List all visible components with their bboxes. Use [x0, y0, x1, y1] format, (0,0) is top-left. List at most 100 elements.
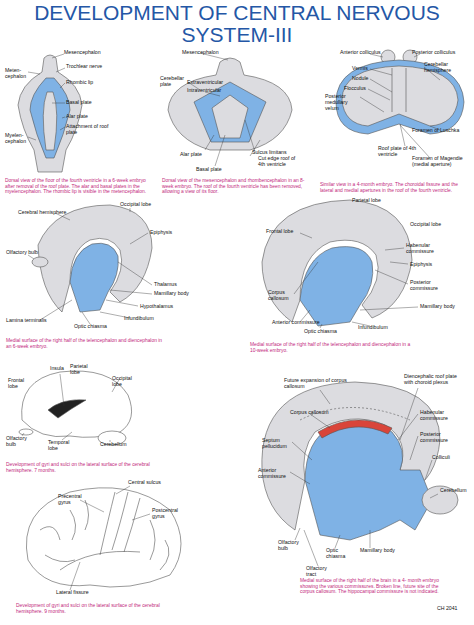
part-label: Myelen- cephalon — [5, 133, 25, 145]
leader-line — [70, 486, 150, 590]
part-label: Basal plate — [66, 100, 92, 106]
panel-caption: Medial surface of the right half of the … — [250, 342, 418, 353]
part-label: Olfactory bulb — [6, 250, 38, 256]
part-label: Olfactory bulb — [278, 540, 302, 552]
part-label: Colliculi — [432, 455, 450, 461]
part-label: Precentral gyrus — [58, 494, 86, 506]
part-label: Alar plate — [180, 152, 202, 158]
part-label: Cerebellum — [100, 442, 127, 448]
olfactory-bulb — [19, 429, 33, 435]
leader-lines — [22, 53, 440, 590]
panel-caption: Medial surface of the right half of the … — [300, 578, 454, 595]
part-label: Parietal lobe — [70, 364, 96, 376]
part-label: Temporal lobe — [48, 440, 72, 452]
sulci — [40, 492, 169, 570]
part-label: Occipital lobe — [120, 202, 151, 208]
part-label: Habenular commissure — [406, 243, 446, 255]
part-label: Infundibulum — [358, 325, 388, 331]
part-label: Diencephalic roof plate with choroid ple… — [404, 374, 464, 386]
part-label: Hypothalamus — [140, 304, 173, 310]
part-label: Parietal lobe — [352, 198, 381, 204]
part-label: Future expansion of corpus callosum — [284, 378, 354, 390]
ventricle — [300, 247, 373, 326]
part-label: Vermis — [352, 66, 368, 72]
part-label: Anterior commissure — [272, 320, 320, 326]
part-label: Posterior commissure — [410, 280, 450, 292]
part-label: Mamillary body — [360, 548, 395, 554]
panel-caption: Medial surface of the right half of the … — [6, 338, 166, 349]
part-label: Intraventricular — [187, 88, 221, 94]
part-label: Mamillary body — [154, 291, 189, 297]
part-label: Foramen of Luschka — [412, 128, 459, 134]
part-label: Olfactory bulb — [6, 436, 26, 448]
part-label: Alar plate — [66, 114, 88, 120]
part-label: Septum pellucidum — [262, 438, 292, 450]
part-label: Optic chiasma — [74, 324, 107, 330]
part-label: Thalamus — [154, 282, 177, 288]
part-label: Cerebellar hemisphere — [424, 62, 460, 74]
part-label: Mesencephalon — [182, 50, 219, 56]
part-label: Cerebellum — [440, 488, 467, 494]
insula-shape — [48, 400, 86, 418]
part-label: Lateral fissure — [56, 590, 89, 596]
part-label: Cerebellar plate — [160, 76, 186, 88]
part-label: Anterior commissure — [258, 468, 288, 480]
part-label: Sulcus limitans — [252, 150, 287, 156]
part-label: Corpus callosum — [290, 410, 329, 416]
part-label: Extraventricular — [187, 80, 223, 86]
part-label: Mamillary body — [420, 304, 455, 310]
leader-line — [22, 374, 120, 442]
part-label: Frontal lobe — [266, 229, 293, 235]
part-label: Posterior colliculus — [412, 50, 455, 56]
part-label: Occipital lobe — [112, 376, 138, 388]
panel-caption: Dorsal view of the floor of the fourth v… — [5, 178, 155, 195]
part-label: Posterior commissure — [420, 432, 460, 444]
part-label: Optic chiasma — [304, 329, 337, 335]
part-label: Occipital lobe — [410, 222, 441, 228]
part-label: Insula — [50, 366, 64, 372]
part-label: Attachment of roof plate — [66, 124, 110, 136]
leader-line — [290, 388, 438, 566]
basal-plate — [43, 92, 57, 150]
olfactory-bulb — [32, 257, 48, 267]
part-label: Optic chiasma — [326, 548, 350, 560]
hemisphere-outline — [26, 488, 181, 587]
part-label: Olfactory tract — [306, 566, 330, 578]
part-label: Lamina terminalis — [6, 318, 47, 324]
cerebellum-shape — [336, 60, 464, 134]
hemisphere-shape — [38, 205, 152, 312]
part-label: Meten- cephalon — [5, 68, 25, 80]
corpus-callosum — [318, 420, 392, 438]
part-label: Rhombic lip — [66, 80, 93, 86]
vermis-shape — [392, 68, 406, 112]
part-label: Infundibulum — [124, 316, 154, 322]
part-label: Basal plate — [196, 167, 222, 173]
cerebellum-shape — [342, 66, 458, 126]
part-label: Cerebral hemisphere — [18, 210, 66, 216]
part-label: Mesencephalon — [64, 50, 101, 56]
rhombencephalon-shape — [168, 58, 292, 150]
part-label: Central sulcus — [128, 480, 161, 486]
leader-line — [28, 54, 65, 140]
part-label: Trochlear nerve — [66, 64, 102, 70]
ventricle — [305, 422, 432, 540]
part-label: Posterior medullary velum — [325, 94, 361, 111]
part-label: Nodule — [352, 76, 368, 82]
leader-line — [188, 53, 260, 166]
part-label: Cut edge roof of 4th ventricle — [258, 156, 298, 168]
part-label: Anterior colliculus — [340, 50, 381, 56]
part-label: Habenular commissure — [420, 410, 460, 422]
part-label: Frontal lobe — [8, 378, 30, 390]
leader-line — [28, 208, 152, 324]
ventricle — [70, 243, 118, 312]
part-label: Epiphysis — [410, 262, 432, 268]
part-label: Corpus callosum — [268, 290, 296, 302]
part-label: CH 2041 — [437, 606, 457, 612]
part-label: Postcentral gyrus — [152, 508, 180, 520]
part-label: Flocculus — [344, 86, 366, 92]
ventricle-floor — [30, 78, 70, 158]
panel-caption: Development of gyri and sulci on the lat… — [16, 603, 166, 614]
part-label: Foramen of Magendie (medial aperture) — [412, 156, 464, 168]
